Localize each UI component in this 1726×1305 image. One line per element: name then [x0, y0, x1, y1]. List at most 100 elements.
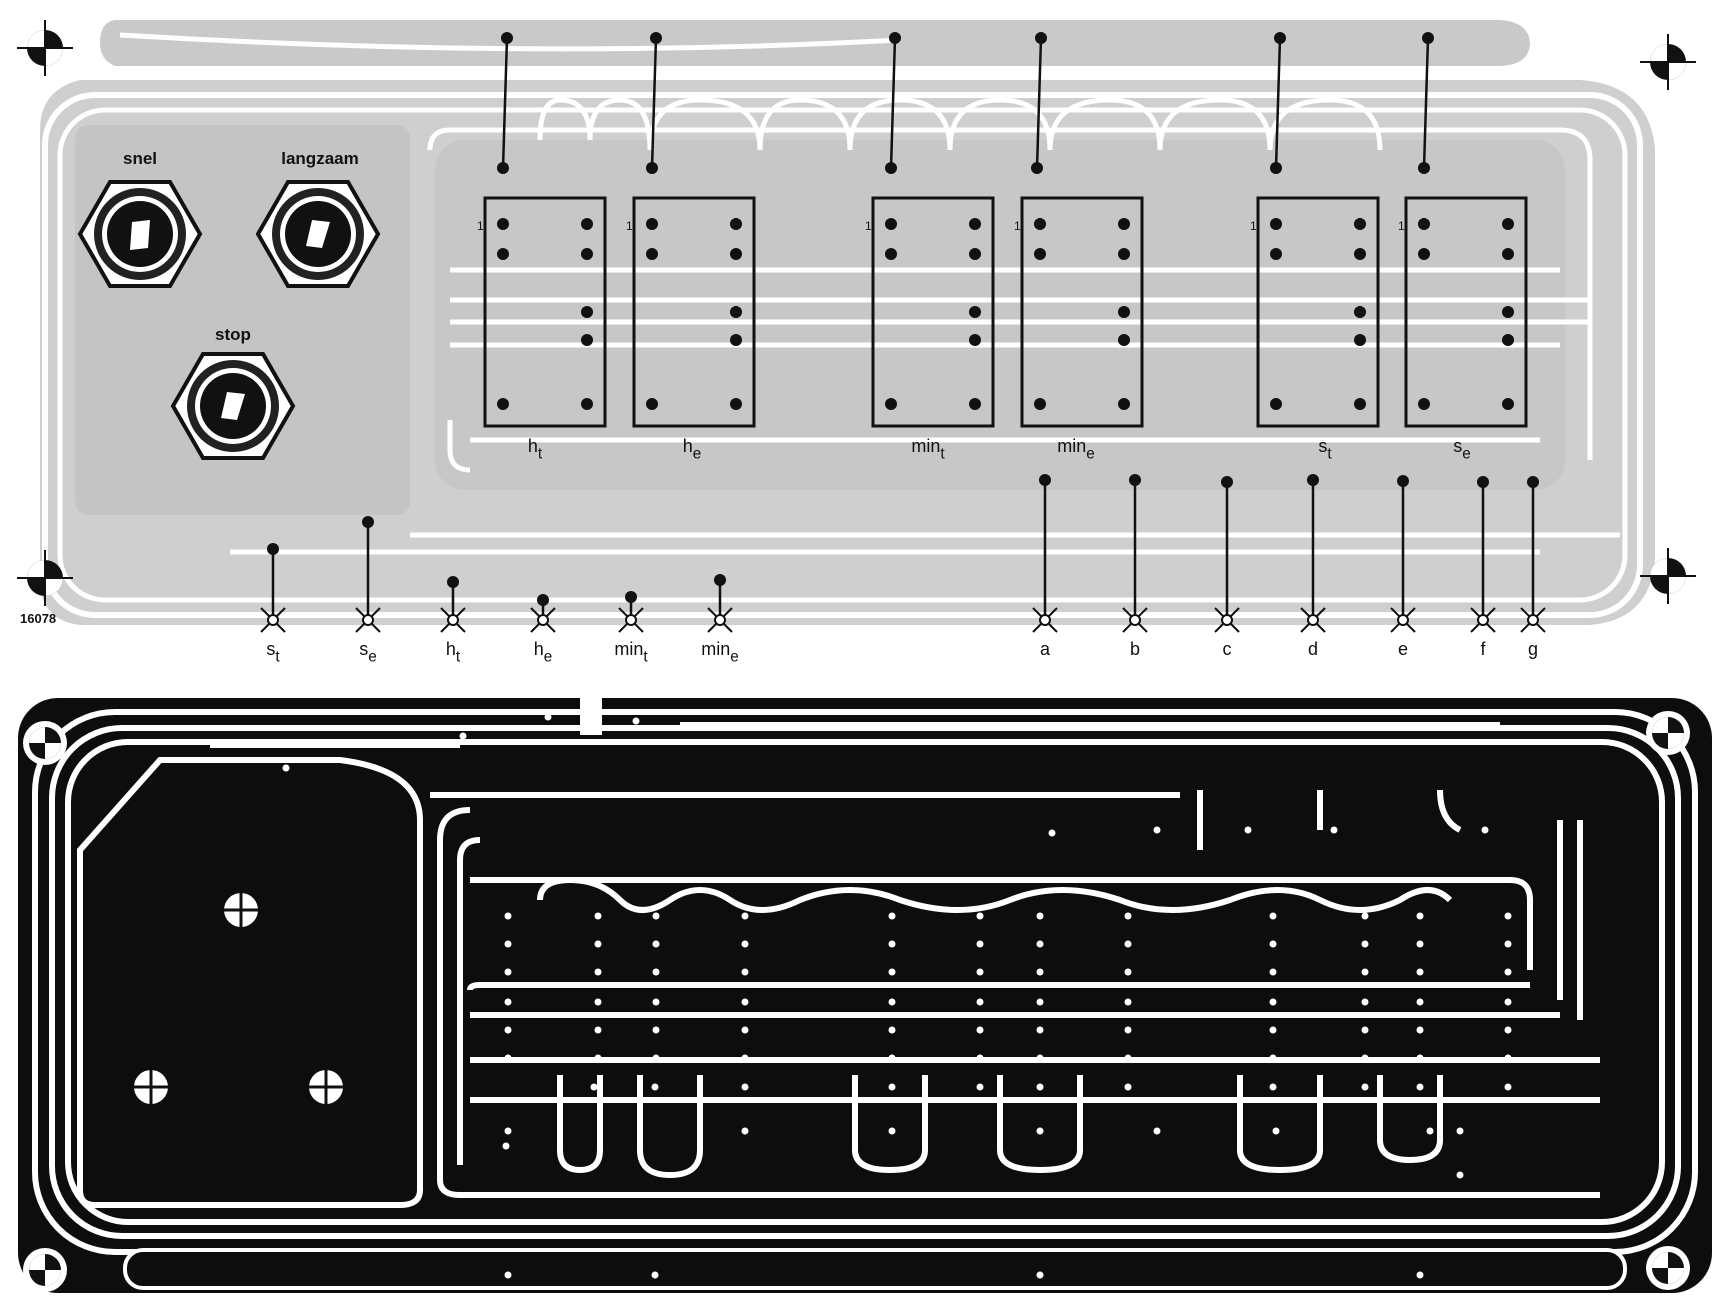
- copper-pad-extra-14: [1416, 1083, 1424, 1091]
- display-lead-5: [1422, 37, 1430, 169]
- copper-pad-8-5: [1269, 1054, 1277, 1062]
- display-pin-right-0-2: [581, 306, 593, 318]
- copper-pad-extra-13: [1361, 1083, 1369, 1091]
- copper-pad-1-0: [594, 912, 602, 920]
- copper-pad-8-1: [1269, 940, 1277, 948]
- display-pin-right-5-1: [1502, 248, 1514, 260]
- display-pin-left-4-1: [1270, 248, 1282, 260]
- left-terminal-2-eye: [447, 614, 459, 626]
- copper-pad-11-2: [1504, 968, 1512, 976]
- segment-terminal-label-d: d: [1308, 639, 1318, 659]
- copper-pad-extra-15: [1504, 1083, 1512, 1091]
- display-label-3-base: min: [1057, 436, 1086, 456]
- copper-bottom-bar: [123, 1248, 1627, 1290]
- display-pin-left-3-1: [1034, 248, 1046, 260]
- copper-pad-4-5: [888, 1054, 896, 1062]
- segment-terminal-b-pad: [1129, 474, 1141, 486]
- display-pin-right-5-2: [1502, 306, 1514, 318]
- display-label-4: st: [1318, 436, 1332, 462]
- copper-pad-4-1: [888, 940, 896, 948]
- display-label-1-sub: e: [693, 445, 702, 462]
- display-label-3: mine: [1057, 436, 1095, 462]
- left-terminal-0-eye: [267, 614, 279, 626]
- display-pin-left-1-1: [646, 248, 658, 260]
- segment-terminal-label-e: e: [1398, 639, 1408, 659]
- copper-pad-extra-8: [888, 1083, 896, 1091]
- registration-mark-bbr: [1646, 1246, 1690, 1290]
- left-terminal-0-pad: [267, 543, 279, 555]
- display-pin-right-0-3: [581, 334, 593, 346]
- display-pin-left-2-2: [885, 398, 897, 410]
- copper-pad-extra-9: [976, 1083, 984, 1091]
- copper-gap-3: [65, 739, 1665, 1225]
- segment-terminal-c-pad: [1221, 476, 1233, 488]
- copper-pad-extra-18: [544, 713, 552, 721]
- copper-pad-11-3: [1504, 998, 1512, 1006]
- segment-terminal-c-eye: [1221, 614, 1233, 626]
- display-pin-left-3-2: [1034, 398, 1046, 410]
- display-label-1-base: h: [683, 436, 693, 456]
- copper-pad-9-5: [1361, 1054, 1369, 1062]
- display-pin-right-3-3: [1118, 334, 1130, 346]
- left-terminal-label-2-sub: t: [456, 648, 461, 665]
- copper-pad-9-0: [1361, 912, 1369, 920]
- display-pin-right-4-2: [1354, 306, 1366, 318]
- display-lead-bottom-2: [885, 162, 897, 174]
- segment-terminal-label-f: f: [1480, 639, 1486, 659]
- display-pin-right-3-4: [1118, 398, 1130, 410]
- copper-pad-6-2: [1036, 968, 1044, 976]
- display-outline-0: [483, 196, 607, 428]
- copper-pad-1-5: [594, 1054, 602, 1062]
- display-pin-left-4-2: [1270, 398, 1282, 410]
- copper-pad-extra-33: [1456, 1171, 1464, 1179]
- copper-pad-10-2: [1416, 968, 1424, 976]
- display-pin-right-1-4: [730, 398, 742, 410]
- left-terminal-label-1: se: [359, 639, 377, 665]
- left-terminal-5-pad: [714, 574, 726, 586]
- copper-pad-3-2: [741, 968, 749, 976]
- left-terminal-label-3-sub: e: [544, 648, 553, 665]
- copper-pad-6-4: [1036, 1026, 1044, 1034]
- segment-terminal-label-b: b: [1130, 639, 1140, 659]
- display-label-2-base: min: [911, 436, 940, 456]
- copper-pad-extra-27: [1036, 1271, 1044, 1279]
- display-pin-right-0-4: [581, 398, 593, 410]
- copper-pad-6-5: [1036, 1054, 1044, 1062]
- copper-pad-4-3: [888, 998, 896, 1006]
- copper-pad-5-3: [976, 998, 984, 1006]
- copper-pad-10-0: [1416, 912, 1424, 920]
- display-lead-3: [1035, 37, 1043, 169]
- segment-terminal-d-pad: [1307, 474, 1319, 486]
- copper-pad-7-4: [1124, 1026, 1132, 1034]
- copper-pad-6-0: [1036, 912, 1044, 920]
- registration-mark-tr: [1640, 34, 1696, 90]
- pin1-marker-2: 1: [865, 219, 872, 233]
- display-pin-right-4-3: [1354, 334, 1366, 346]
- display-label-2-sub: t: [940, 445, 945, 462]
- left-terminal-label-2-base: h: [446, 639, 456, 659]
- display-lead-top-2: [889, 32, 901, 44]
- display-pin-left-1-0: [646, 218, 658, 230]
- copper-pad-5-5: [976, 1054, 984, 1062]
- switch-label-stop: stop: [215, 325, 251, 344]
- left-terminal-4-pad: [625, 591, 637, 603]
- copper-pad-10-5: [1416, 1054, 1424, 1062]
- display-pin-left-0-0: [497, 218, 509, 230]
- overlay-gap-ring: [42, 92, 1643, 618]
- switch-langzaam: [255, 180, 381, 288]
- segment-terminal-d-eye: [1307, 614, 1319, 626]
- copper-pad-3-3: [741, 998, 749, 1006]
- copper-pad-extra-17: [459, 732, 467, 740]
- copper-pad-2-2: [652, 968, 660, 976]
- left-terminal-label-4-sub: t: [643, 648, 648, 665]
- switch-snel: [77, 180, 203, 288]
- copper-pad-11-5: [1504, 1054, 1512, 1062]
- display-lead-bottom-4: [1270, 162, 1282, 174]
- left-terminal-3-pad: [537, 594, 549, 606]
- overlay-gap-ring2: [57, 107, 1628, 603]
- copper-pad-9-3: [1361, 998, 1369, 1006]
